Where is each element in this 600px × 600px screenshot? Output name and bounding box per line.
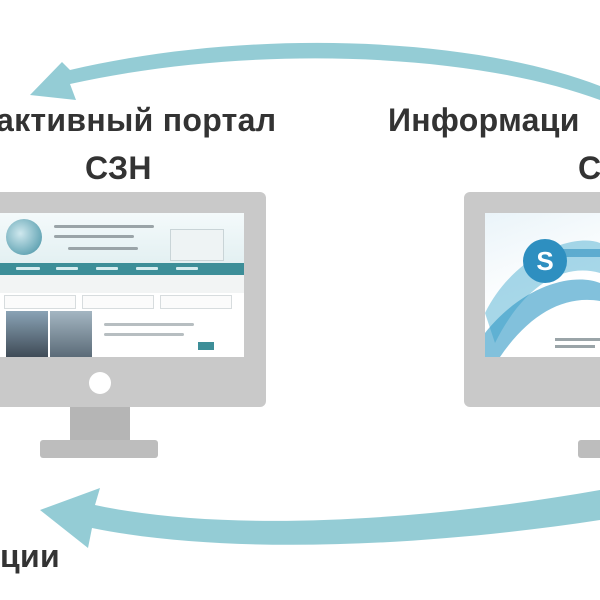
bottom-arrow [40,488,600,548]
portal-header [0,213,244,263]
right-title-line2: С [578,150,600,186]
right-screen-art: S [485,239,600,357]
logo-circle-icon [523,239,567,283]
portal-login-box [170,229,224,261]
portal-logo [6,219,42,255]
portal-photo-2 [50,311,92,357]
portal-nav [0,263,244,275]
logo-letter-s-icon: S [536,246,553,276]
portal-band [0,275,244,293]
left-title-line1: активный портал [0,102,277,138]
bottom-label: ции [0,538,60,574]
portal-photo-1 [6,311,48,357]
portal-button [198,342,214,350]
top-arrow [30,42,600,100]
right-screen: S [485,213,600,357]
right-title-line1: Информаци [388,102,580,138]
left-title-line2: СЗН [85,150,152,186]
left-screen [0,213,244,357]
